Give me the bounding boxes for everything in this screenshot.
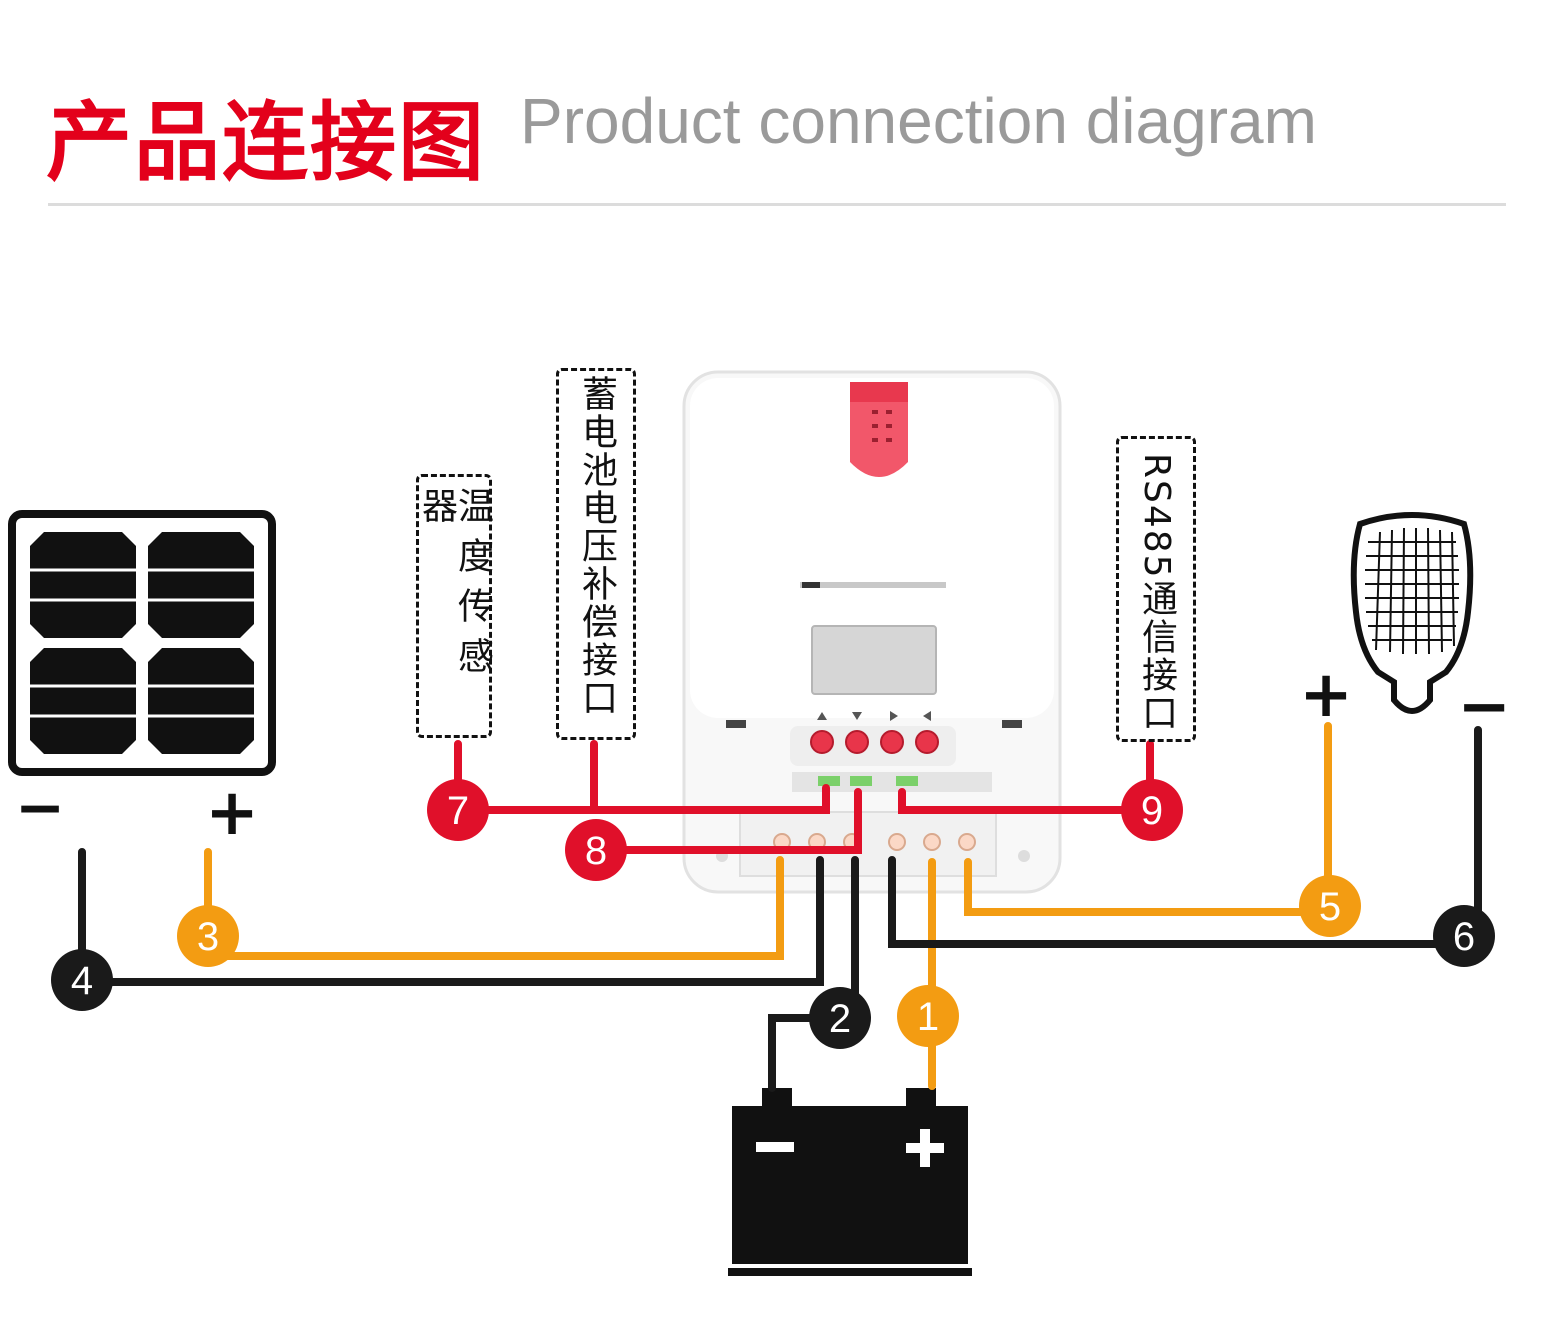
marker-5: 5: [1299, 875, 1361, 937]
page-title-en: Product connection diagram: [520, 85, 1317, 157]
voltage-comp-text: 蓄电池电压补偿接口: [576, 375, 617, 717]
marker-4-label: 4: [71, 959, 93, 1003]
load-minus-symbol: −: [1457, 670, 1511, 744]
marker-5-label: 5: [1319, 885, 1341, 929]
marker-2-label: 2: [829, 997, 851, 1041]
marker-2: 2: [809, 987, 871, 1049]
marker-9: 9: [1121, 779, 1183, 841]
marker-4: 4: [51, 949, 113, 1011]
lamp-icon: [1350, 512, 1474, 714]
voltage-comp-label: 蓄电池电压补偿接口: [556, 368, 636, 740]
signal-wires: [454, 740, 1154, 854]
marker-8-label: 8: [585, 829, 607, 873]
marker-1-label: 1: [917, 995, 939, 1039]
solar-minus-symbol: −: [15, 773, 65, 843]
marker-3: 3: [177, 905, 239, 967]
marker-6-label: 6: [1453, 915, 1475, 959]
page-title-cn: 产品连接图: [46, 93, 486, 193]
temp-sensor-text: 温度传感器: [416, 487, 493, 687]
rs485-text: RS485通信接口: [1136, 453, 1177, 732]
header-divider: [48, 203, 1506, 206]
marker-3-label: 3: [197, 915, 219, 959]
temp-sensor-label: 温度传感器: [416, 474, 493, 738]
solar-plus-symbol: +: [205, 776, 259, 850]
positive-wires: [204, 722, 1332, 1090]
solar-panel-icon: [8, 510, 276, 776]
charge-controller-icon: [682, 370, 1062, 894]
rs485-label: RS485通信接口: [1116, 436, 1196, 742]
load-plus-symbol: +: [1299, 658, 1353, 732]
marker-8: 8: [565, 819, 627, 881]
marker-9-label: 9: [1141, 789, 1163, 833]
marker-1: 1: [897, 985, 959, 1047]
marker-7: 7: [427, 779, 489, 841]
battery-icon: [728, 1088, 972, 1276]
marker-6: 6: [1433, 905, 1495, 967]
marker-7-label: 7: [447, 789, 469, 833]
